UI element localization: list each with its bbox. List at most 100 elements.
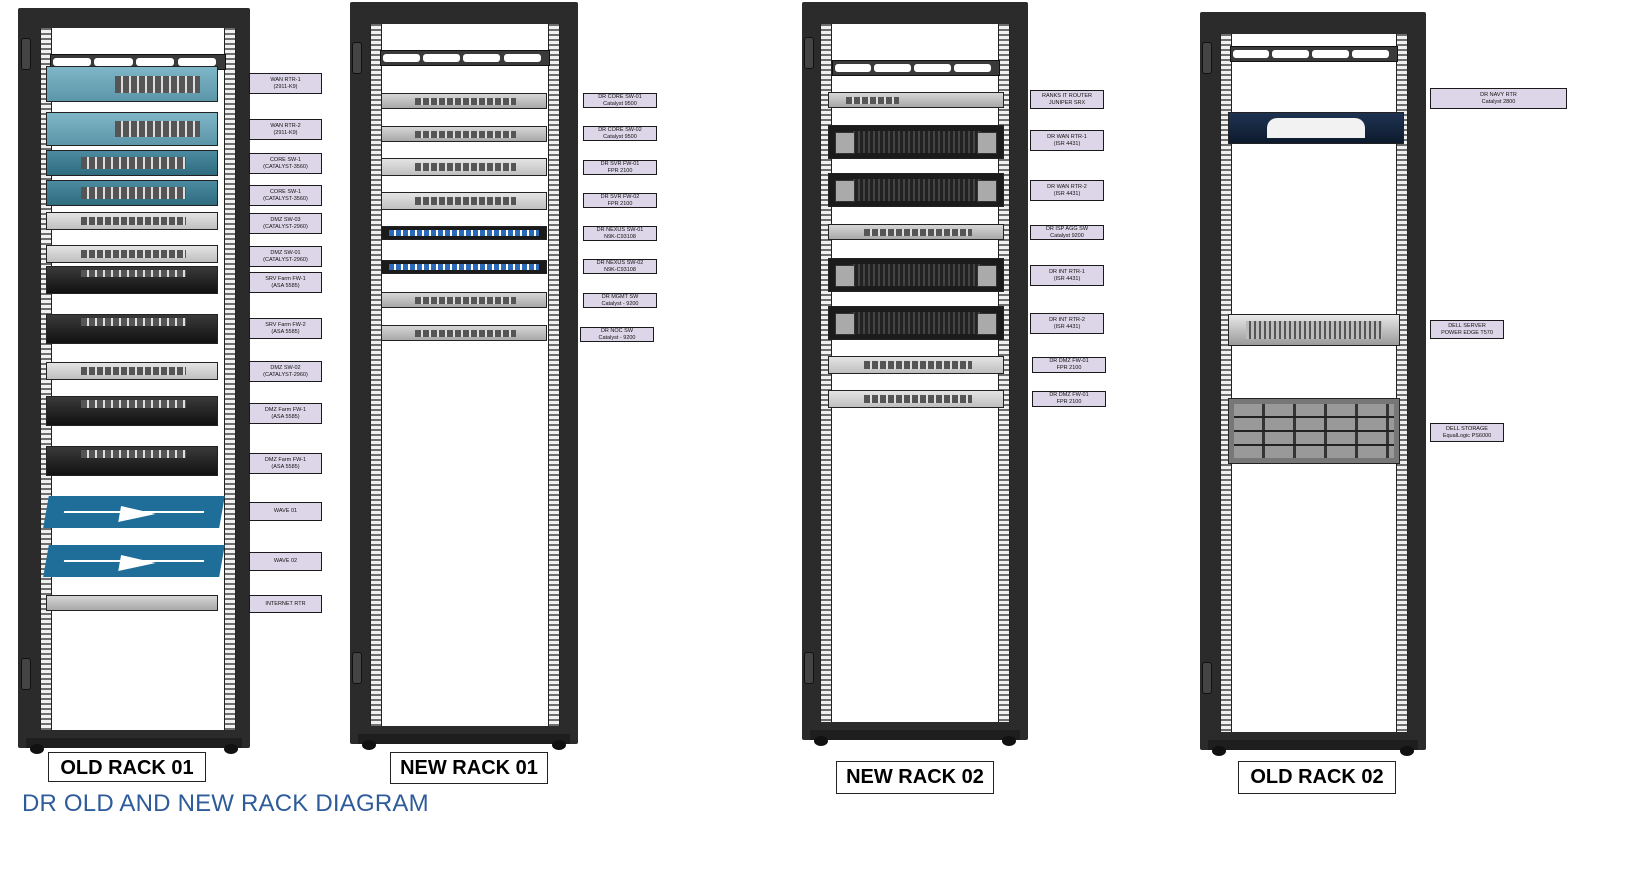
wave-optimizer-device [43,496,225,528]
caster-icon [1002,736,1016,746]
device-label: DR WAN RTR-2(ISR 4431) [1030,180,1104,201]
hinge-icon [1202,42,1212,74]
hinge-icon [352,42,362,74]
router-device [828,92,1004,108]
right-rail [1396,34,1408,732]
device-label: WAN RTR-1(2911-K9) [249,73,322,94]
device-label: INTERNET RTR [249,595,322,613]
storage-array-device [1228,398,1400,464]
rack-title: OLD RACK 01 [48,752,206,782]
device-label: CORE SW-1(CATALYST-3560) [249,185,322,206]
server-device [1228,314,1400,346]
isr-router-device [828,258,1004,292]
router-device [46,112,218,146]
router-device [1228,112,1404,144]
device-label: DMZ SW-01(CATALYST-2960) [249,246,322,267]
rack-title: NEW RACK 02 [836,761,994,794]
firewall-device [381,192,547,210]
isr-router-device [828,173,1004,207]
hinge-icon [804,37,814,69]
firewall-device [46,396,218,426]
switch-device [46,180,218,206]
hinge-icon [21,658,31,690]
isr-router-device [828,125,1004,159]
switch-device [381,325,547,341]
firewall-device [46,314,218,344]
right-rail [224,28,236,730]
rack-base [810,730,1020,740]
firewall-device [828,390,1004,408]
rack-title: OLD RACK 02 [1238,761,1396,794]
wave-optimizer-device [43,545,225,577]
device-label: DR WAN RTR-1(ISR 4431) [1030,130,1104,151]
device-label: DR INT RTR-2(ISR 4431) [1030,313,1104,334]
firewall-device [46,266,218,294]
switch-device [46,150,218,176]
patch-panel [380,50,550,66]
device-label: WAVE 02 [249,552,322,571]
device-label: DMZ Farm FW-1(ASA 5585) [249,453,322,474]
diagram-title: DR OLD AND NEW RACK DIAGRAM [22,790,429,817]
patch-panel [1230,46,1398,62]
nexus-switch-device [381,260,547,274]
caster-icon [552,740,566,750]
device-label: SRV Farm FW-2(ASA 5585) [249,318,322,339]
left-rail [370,24,382,726]
device-label: SRV Farm FW-1(ASA 5585) [249,272,322,293]
rack-base [358,734,570,744]
hinge-icon [21,38,31,70]
firewall-device [381,158,547,176]
caster-icon [362,740,376,750]
rack-interior [1220,34,1408,732]
switch-device [381,292,547,308]
router-device [46,595,218,611]
device-label: WAN RTR-2(2911-K9) [249,119,322,140]
device-label: DMZ SW-02(CATALYST-2960) [249,361,322,382]
hinge-icon [352,652,362,684]
hinge-icon [804,652,814,684]
firewall-device [828,356,1004,374]
router-device [46,66,218,102]
hinge-icon [1202,662,1212,694]
caster-icon [224,744,238,754]
device-label: DR INT RTR-1(ISR 4431) [1030,265,1104,286]
device-label: DMZ SW-03(CATALYST-2960) [249,213,322,234]
caster-icon [814,736,828,746]
device-label: DMZ Farm FW-1(ASA 5585) [249,403,322,424]
device-label: CORE SW-1(CATALYST-3560) [249,153,322,174]
switch-device [381,93,547,109]
switch-device [46,362,218,380]
switch-device [828,224,1004,240]
isr-router-device [828,306,1004,340]
new-rack-01 [350,2,578,750]
firewall-device [46,446,218,476]
caster-icon [30,744,44,754]
patch-panel [832,60,1000,76]
rack-base [26,738,242,748]
switch-device [381,126,547,142]
switch-device [46,212,218,230]
caster-icon [1212,746,1226,756]
nexus-switch-device [381,226,547,240]
caster-icon [1400,746,1414,756]
device-label: WAVE 01 [249,502,322,521]
switch-device [46,245,218,263]
left-rail [1220,34,1232,732]
rack-title: NEW RACK 01 [390,752,548,784]
right-rail [548,24,560,726]
